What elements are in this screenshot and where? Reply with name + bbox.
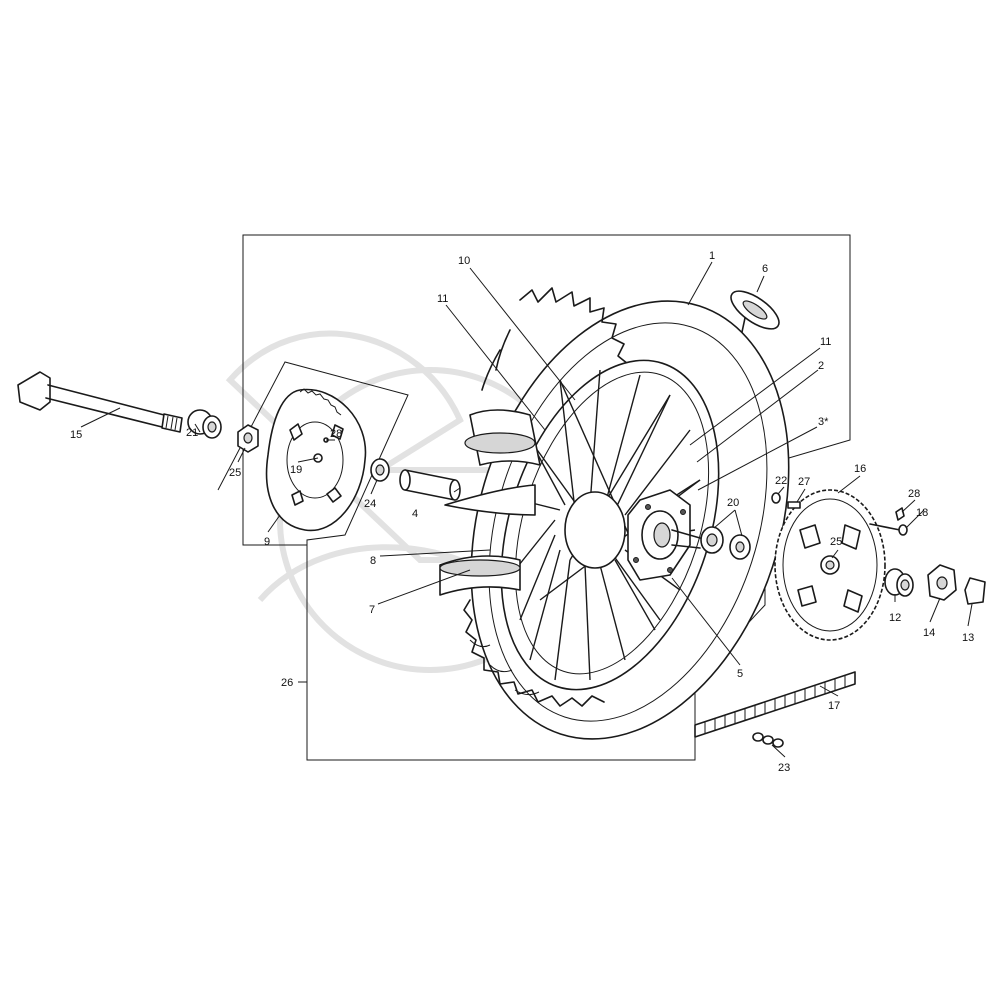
nut-25-left — [237, 424, 259, 453]
callout-11-left: 11 — [437, 293, 448, 305]
callout-6: 6 — [762, 263, 768, 275]
callout-26: 26 — [281, 677, 293, 689]
bolt-18 — [869, 523, 908, 536]
callout-10: 10 — [458, 255, 470, 267]
callout-12: 12 — [889, 612, 901, 624]
callout-1: 1 — [709, 250, 715, 262]
clip-28-right — [895, 507, 905, 521]
nut-14 — [927, 564, 957, 601]
callout-labels: 1 6 10 11 11 2 3* 15 21 28 19 25 24 4 9 … — [70, 250, 974, 774]
callout-16: 16 — [854, 463, 866, 475]
spacer-21 — [187, 409, 222, 439]
master-link — [752, 732, 784, 748]
spacer-tube — [399, 469, 461, 501]
sprocket — [774, 489, 886, 641]
chain — [694, 671, 856, 738]
callout-5: 5 — [737, 668, 743, 680]
spacer-12 — [884, 568, 914, 597]
bolt-22 — [771, 492, 781, 504]
axle — [17, 371, 183, 433]
brake-disc — [265, 388, 367, 532]
valve-6 — [730, 290, 780, 333]
callout-22: 22 — [775, 475, 787, 487]
leader-lines — [80, 261, 973, 758]
callout-20: 20 — [727, 497, 739, 509]
callout-4: 4 — [412, 508, 418, 520]
callout-27: 27 — [798, 476, 810, 488]
callout-9: 9 — [264, 536, 270, 548]
callout-17: 17 — [828, 700, 840, 712]
callout-13: 13 — [962, 632, 974, 644]
callout-15: 15 — [70, 429, 82, 441]
callout-7: 7 — [369, 604, 375, 616]
callout-21: 21 — [186, 427, 198, 439]
callout-3: 3* — [818, 416, 829, 428]
callout-28-left: 28 — [330, 428, 342, 440]
callout-23: 23 — [778, 762, 790, 774]
bearings-20 — [700, 526, 751, 560]
callout-18: 18 — [916, 507, 928, 519]
callout-19: 19 — [290, 464, 302, 476]
rim-band-and-tube — [439, 409, 541, 596]
cap-13 — [964, 577, 986, 605]
callout-25-right: 25 — [830, 536, 842, 548]
callout-25-left: 25 — [229, 467, 241, 479]
callout-2: 2 — [818, 360, 824, 372]
bolt-27 — [787, 501, 801, 509]
callout-11-right: 11 — [820, 336, 831, 348]
bearing-24 — [370, 458, 390, 482]
hub — [564, 489, 701, 581]
callout-24: 24 — [364, 498, 376, 510]
callout-8: 8 — [370, 555, 376, 567]
callout-28-right: 28 — [908, 488, 920, 500]
callout-14: 14 — [923, 627, 935, 639]
